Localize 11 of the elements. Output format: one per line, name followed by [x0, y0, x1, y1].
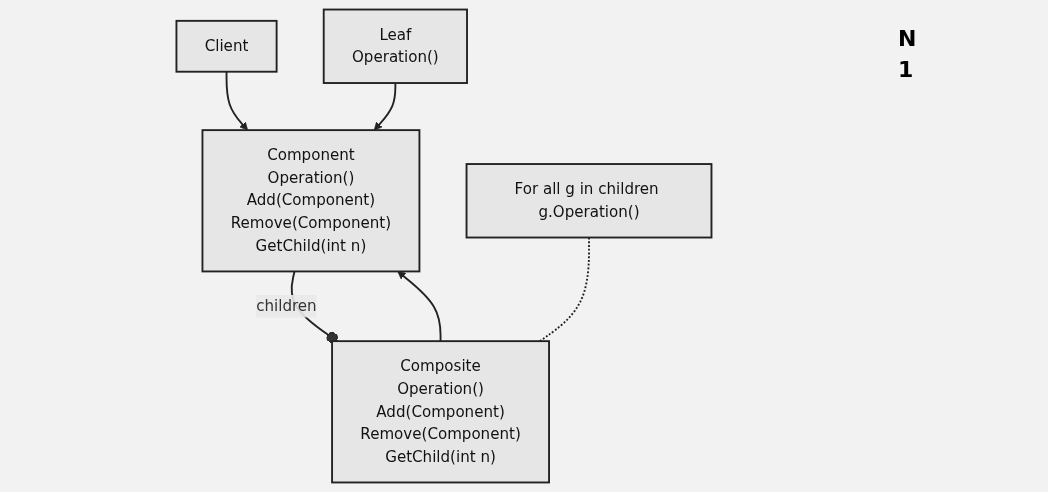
multiplicity-label: 1 [898, 57, 915, 82]
node-box: Component Operation() Add(Component) Remove(Component) GetChild(int n) [201, 129, 421, 273]
multiplicity-label: N [898, 26, 918, 51]
node-box: Client [175, 19, 278, 73]
arrow [397, 271, 442, 343]
node-box: For all g in children g.Operation() [465, 163, 713, 239]
edge-label: children [256, 296, 317, 315]
arrow [373, 82, 397, 131]
node-box: Composite Operation() Add(Component) Remove(Component) GetChild(int n) [331, 340, 550, 484]
arrow [225, 70, 249, 131]
node-box: Leaf Operation() [322, 8, 468, 84]
